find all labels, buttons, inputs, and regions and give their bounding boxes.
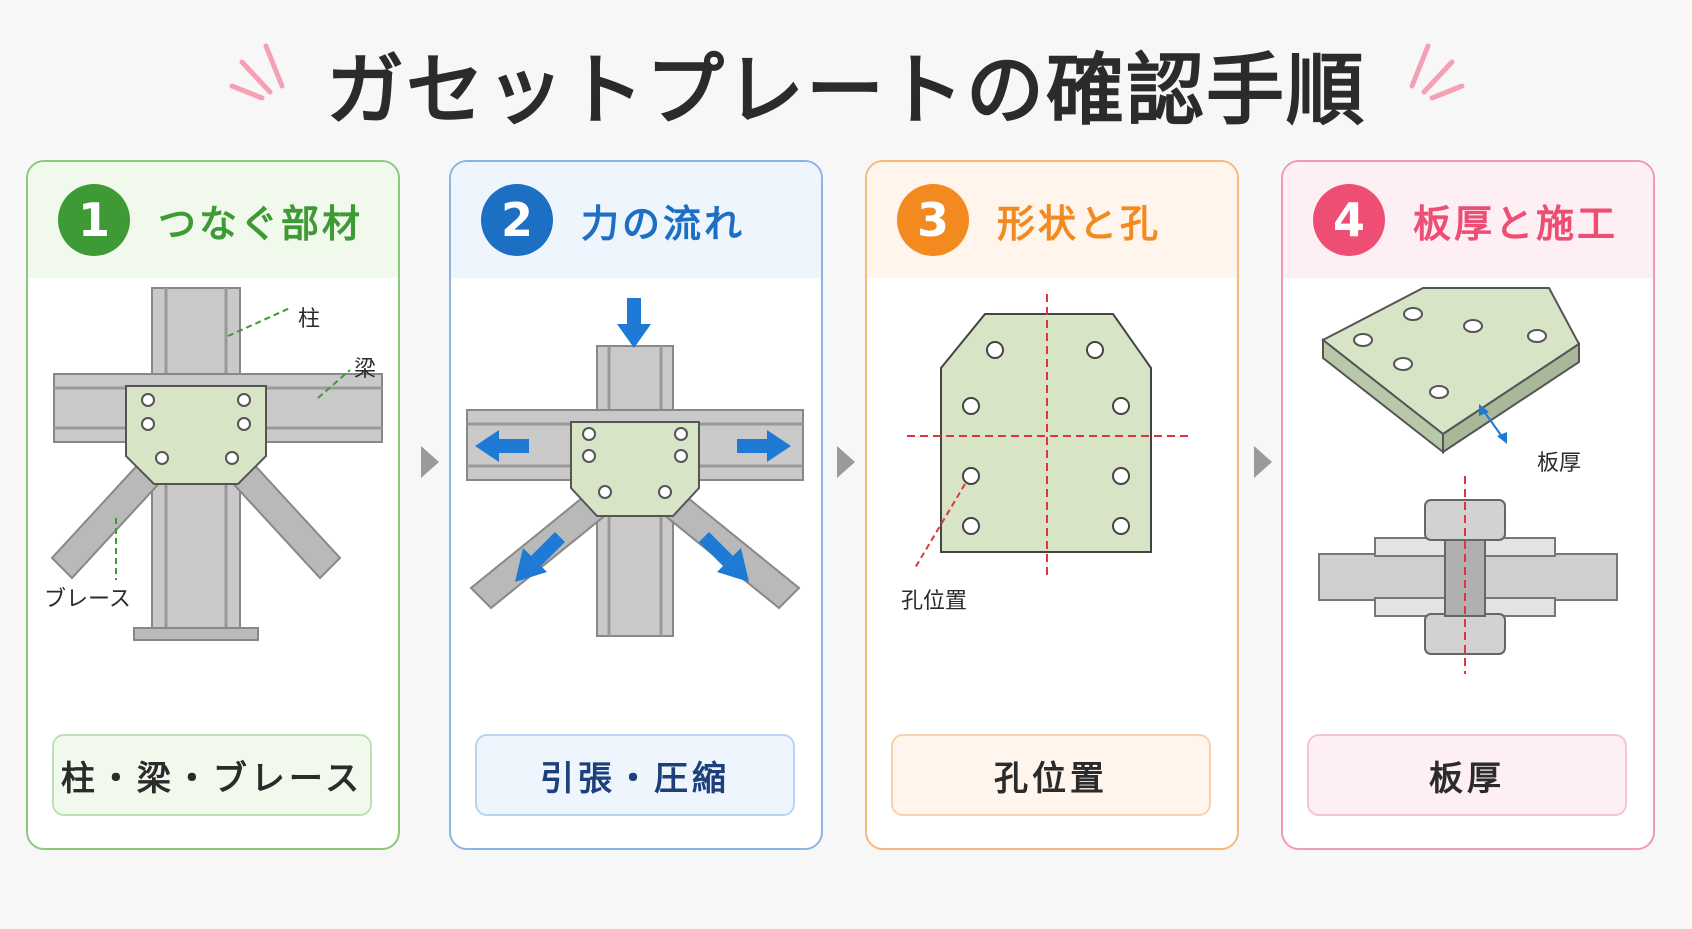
step-header-3: 3 形状と孔 [867, 162, 1237, 278]
step-number-badge: 3 [897, 184, 969, 256]
sparkle-left-icon [229, 43, 285, 101]
step-arrow-icon [421, 446, 439, 478]
step-title: 形状と孔 [997, 201, 1162, 246]
annotation-hole-position: 孔位置 [901, 589, 967, 614]
answer-box: 板厚 [1307, 734, 1627, 816]
step-card-1: 1 つなぐ部材 柱 梁 ブレース 柱・梁・ブレース [26, 160, 400, 850]
step-card-4: 4 板厚と施工 板厚 板厚 [1281, 160, 1655, 850]
step-arrow-icon [1254, 446, 1272, 478]
step-title: 力の流れ [581, 201, 746, 246]
answer-box: 柱・梁・ブレース [52, 734, 372, 816]
step-number-badge: 1 [58, 184, 130, 256]
annotation-thickness: 板厚 [1537, 451, 1581, 476]
step-card-2: 2 力の流れ 引張・圧縮 [449, 160, 823, 850]
step-header-1: 1 つなぐ部材 [28, 162, 398, 278]
annotation-layer: 板厚 [1537, 451, 1581, 476]
shape-and-holes-illustration [907, 294, 1189, 576]
page-title: ガセットプレートの確認手順 [325, 46, 1366, 136]
annotation-layer: 孔位置 [901, 589, 967, 614]
answer-box: 孔位置 [891, 734, 1211, 816]
step-title: つなぐ部材 [158, 201, 364, 246]
annotation-brace: ブレース [44, 587, 131, 612]
step-number-badge: 2 [481, 184, 553, 256]
step-card-3: 3 形状と孔 孔位置 孔位置 [865, 160, 1239, 850]
step-number-badge: 4 [1313, 184, 1385, 256]
sparkle-right-icon [1409, 43, 1465, 101]
thickness-and-install-illustration [1318, 287, 1618, 674]
step-header-2: 2 力の流れ [451, 162, 821, 278]
annotation-column: 柱 [298, 307, 320, 332]
step-arrow-icon [837, 446, 855, 478]
annotation-beam: 梁 [354, 357, 376, 382]
answer-box: 引張・圧縮 [475, 734, 795, 816]
step-header-4: 4 板厚と施工 [1283, 162, 1653, 278]
annotation-layer: 柱 梁 ブレース [44, 307, 376, 612]
connection-members-illustration [50, 287, 383, 641]
force-flow-illustration [466, 298, 804, 637]
step-title: 板厚と施工 [1413, 201, 1619, 246]
